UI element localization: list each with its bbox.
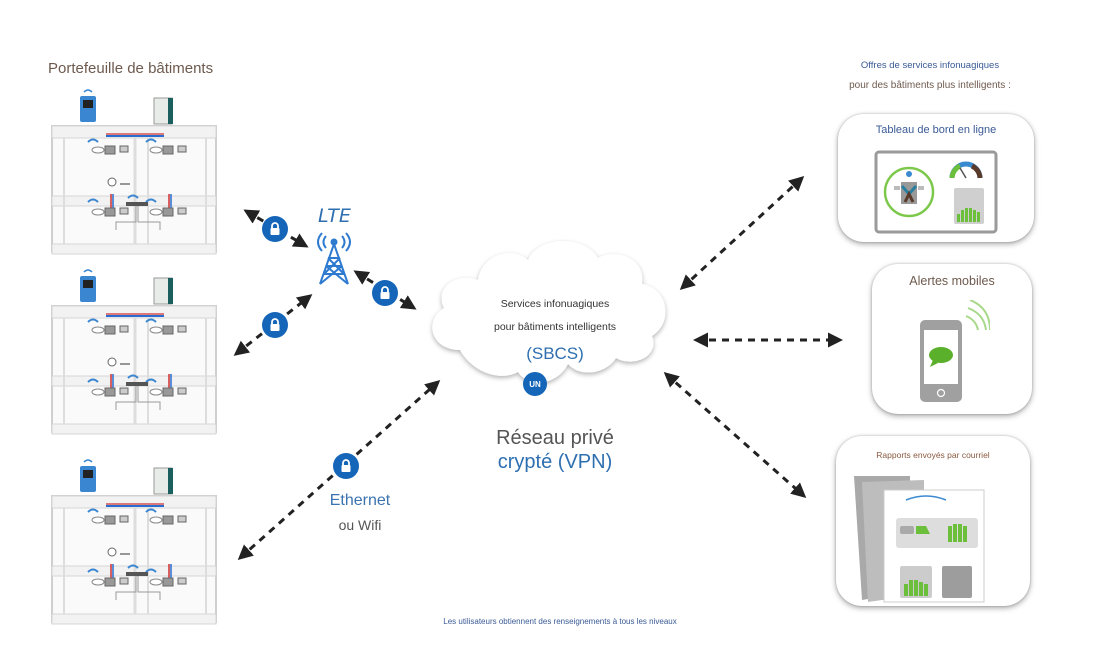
arrow-building2-lte xyxy=(233,294,313,356)
card-mobile-alerts: Alertes mobiles xyxy=(872,264,1032,414)
card-title: Tableau de bord en ligne xyxy=(875,124,997,136)
ethernet-label: Ethernet xyxy=(329,492,391,509)
cloud-title-line1: Services infonuagiques xyxy=(500,298,610,310)
arrow-cloud-dashboard xyxy=(679,175,805,291)
smartphone-icon xyxy=(920,300,990,402)
card-email-reports: Rapports envoyés par courriel xyxy=(836,436,1030,606)
arrow-lte-cloud xyxy=(353,270,417,310)
footer-note: Les utilisateurs obtiennent des renseign… xyxy=(443,617,677,626)
lock-icon xyxy=(262,312,288,338)
lock-icon xyxy=(333,453,359,479)
cell-tower-icon xyxy=(317,232,351,285)
building-diagram xyxy=(50,458,220,628)
card-title: Rapports envoyés par courriel xyxy=(876,450,990,460)
offers-heading-line1: Offres de services infonuagiques xyxy=(860,60,1000,71)
offers-heading-line2: pour des bâtiments plus intelligents : xyxy=(849,80,1011,91)
cloud-icon xyxy=(432,240,666,383)
card-online-dashboard: Tableau de bord en ligne xyxy=(838,114,1034,242)
wifi-label: ou Wifi xyxy=(338,517,382,533)
building-diagram xyxy=(50,88,220,258)
card-title: Alertes mobiles xyxy=(909,274,995,288)
dashboard-icon xyxy=(874,150,998,234)
vpn-label-line2: crypté (VPN) xyxy=(497,451,613,473)
lock-icon xyxy=(262,216,288,242)
arrow-cloud-reports xyxy=(663,372,807,498)
report-icon xyxy=(854,476,985,603)
lte-label: LTE xyxy=(318,205,351,227)
vpn-label-line1: Réseau privé xyxy=(496,427,614,449)
arrow-building1-lte xyxy=(243,209,309,248)
lock-icon xyxy=(372,280,398,306)
cloud-title-line2: pour bâtiments intelligents xyxy=(494,321,616,333)
cloud-acronym: (SBCS) xyxy=(526,344,584,363)
building-diagram xyxy=(50,268,220,438)
un-badge: UN xyxy=(523,372,547,396)
portfolio-title: Portefeuille de bâtiments xyxy=(48,60,214,77)
